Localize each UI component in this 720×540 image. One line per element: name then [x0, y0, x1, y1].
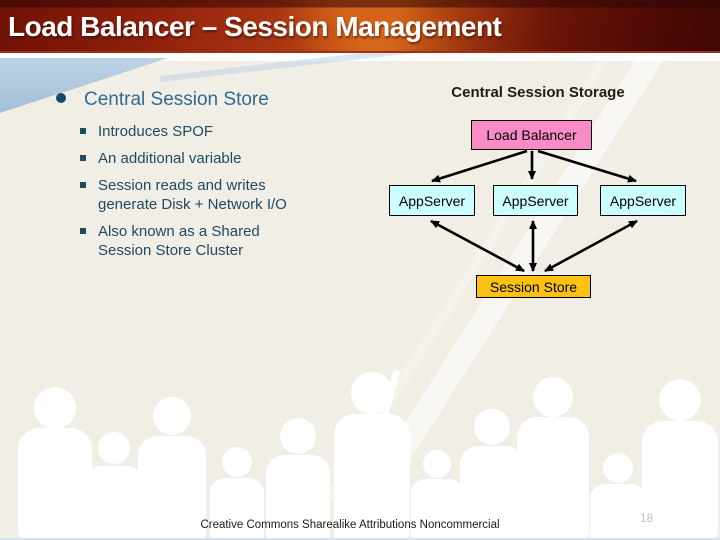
list-item-text: generate Disk + Network I/O	[98, 196, 287, 213]
diagram-node-app-server-1: AppServer	[389, 185, 475, 216]
page-number: 18	[640, 511, 654, 525]
sub-bullet-list: Introduces SPOF An additional variable S…	[80, 122, 360, 268]
square-bullet-icon	[80, 128, 86, 134]
square-bullet-icon	[80, 228, 86, 234]
diagram-title: Central Session Storage	[451, 84, 625, 101]
footer-license-text: Creative Commons Sharealike Attributions…	[200, 519, 500, 531]
diagram-node-session-store: Session Store	[476, 275, 591, 298]
list-item: Also known as a Shared Session Store Clu…	[80, 222, 360, 260]
list-item-text: Introduces SPOF	[98, 123, 214, 140]
diagram-node-load-balancer: Load Balancer	[471, 120, 592, 150]
list-item: Introduces SPOF	[80, 122, 360, 141]
list-item: Session reads and writes generate Disk +…	[80, 176, 360, 214]
diagram-node-app-server-3: AppServer	[600, 185, 686, 216]
bullet-dot-icon	[56, 93, 66, 103]
bullet-heading: Central Session Store	[84, 89, 269, 110]
bottom-edge-line	[0, 538, 720, 540]
diagram-node-app-server-2: AppServer	[493, 185, 578, 216]
list-item-text: Session reads and writes	[98, 177, 266, 194]
square-bullet-icon	[80, 155, 86, 161]
list-item-text: An additional variable	[98, 150, 242, 167]
list-item-text: Session Store Cluster	[98, 242, 244, 259]
list-item-text: Also known as a Shared	[98, 223, 260, 240]
slide-title: Load Balancer – Session Management	[8, 11, 502, 42]
list-item: An additional variable	[80, 149, 360, 168]
slide-title-band: Load Balancer – Session Management	[0, 0, 720, 53]
square-bullet-icon	[80, 182, 86, 188]
